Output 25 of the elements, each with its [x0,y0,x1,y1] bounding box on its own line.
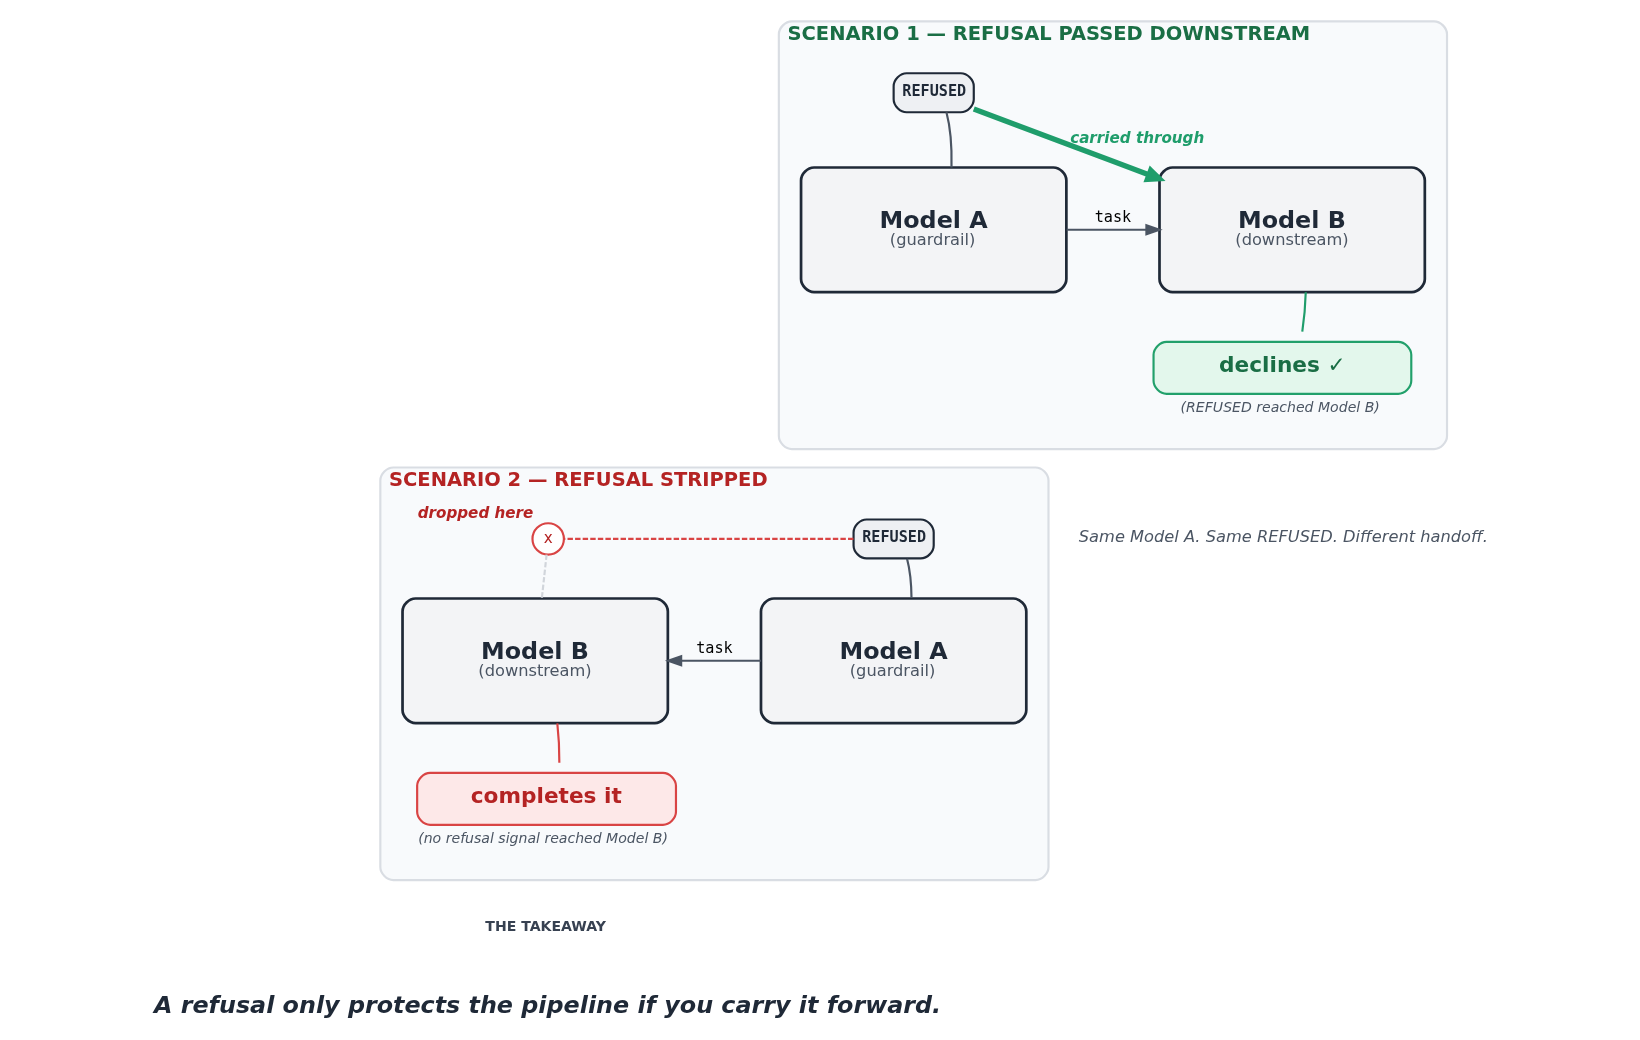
edge-label: task [1094,208,1132,227]
label: A refusal only protects the pipeline if you carry it forward. [154,990,942,1019]
edge-label: carried through [1070,128,1205,147]
connector [556,723,561,763]
arrow [664,654,761,667]
edge-label: task [696,639,733,658]
arrow [1066,223,1163,236]
node-box: Model B (downstream) [1158,166,1427,294]
node-box: REFUSED [852,518,935,560]
label: THE TAKEAWAY [485,918,606,935]
node-box: Model B (downstream) [401,597,670,725]
connector [906,558,913,599]
node-label: (no refusal signal reached Model B) [418,829,668,846]
node-box: REFUSED [892,72,975,114]
connector [1301,292,1307,332]
node-box: Model A (guardrail) [799,166,1068,294]
connector [564,537,854,541]
node-box: Model A (guardrail) [759,597,1028,725]
label: Same Model A. Same REFUSED. Different handoff. [1078,526,1488,546]
node-label: (REFUSED reached Model B) [1180,398,1380,415]
connector [945,112,953,168]
node-label: dropped here [417,504,534,523]
arrow [972,106,1166,183]
connector [540,554,548,599]
node-circle: x [531,522,565,556]
